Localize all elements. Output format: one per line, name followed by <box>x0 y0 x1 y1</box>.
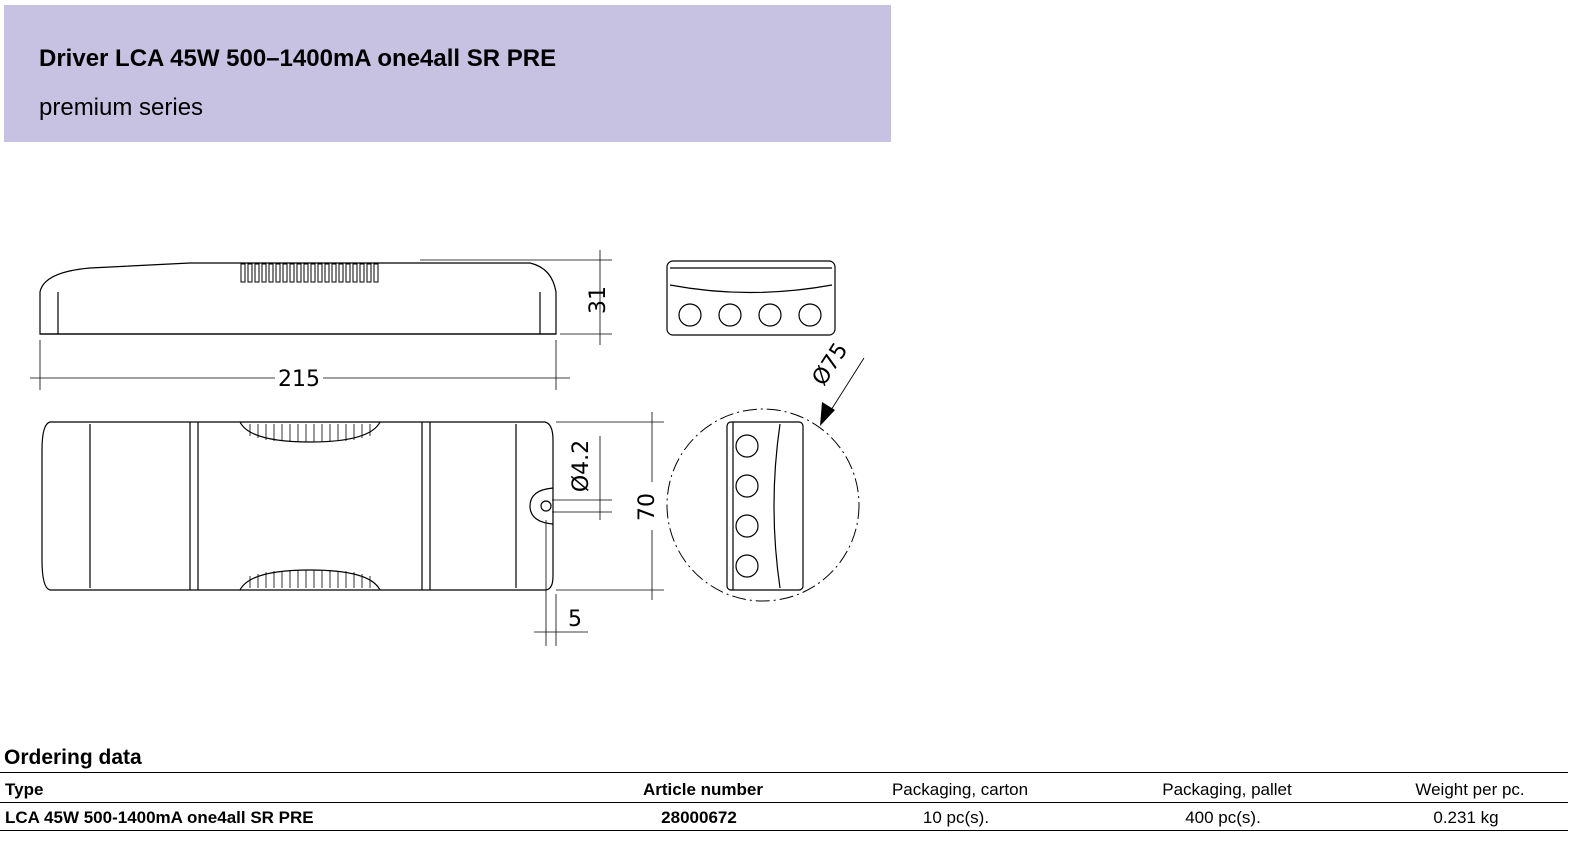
col-header-type: Type <box>5 780 44 799</box>
cutout-view: Ø75 <box>666 339 865 602</box>
dim-height-label: 31 <box>586 286 611 314</box>
col-header-packaging-carton: Packaging, carton <box>891 780 1029 799</box>
technical-drawing: 31 215 <box>30 250 865 646</box>
product-title: Driver LCA 45W 500–1400mA one4all SR PRE <box>39 45 557 72</box>
col-header-weight: Weight per pc. <box>1415 780 1525 799</box>
cell-type: LCA 45W 500-1400mA one4all SR PRE <box>5 808 314 827</box>
dim-cutout-label: Ø75 <box>808 339 854 391</box>
cell-packaging-pallet: 400 pc(s). <box>1185 808 1261 827</box>
cell-article-number: 28000672 <box>661 808 737 827</box>
dim-width-label: 70 <box>635 493 660 521</box>
dim-offset-label: 5 <box>568 607 582 632</box>
dim-hole-label: Ø4.2 <box>569 440 594 492</box>
ordering-section-title: Ordering data <box>4 746 142 769</box>
table-header-rule <box>0 802 1568 803</box>
title-band: Driver LCA 45W 500–1400mA one4all SR PRE… <box>4 5 891 142</box>
table-bottom-rule <box>0 830 1568 831</box>
cell-weight: 0.231 kg <box>1433 808 1499 827</box>
dim-length-label: 215 <box>278 367 320 392</box>
col-header-packaging-pallet: Packaging, pallet <box>1162 780 1292 799</box>
col-header-article-number: Article number <box>643 780 763 799</box>
side-view: 31 215 <box>30 250 612 392</box>
table-top-rule <box>0 772 1568 773</box>
end-view <box>666 260 836 336</box>
top-view: Ø4.2 70 5 <box>41 412 664 646</box>
product-subtitle: premium series <box>39 94 204 121</box>
cell-packaging-carton: 10 pc(s). <box>922 808 990 827</box>
